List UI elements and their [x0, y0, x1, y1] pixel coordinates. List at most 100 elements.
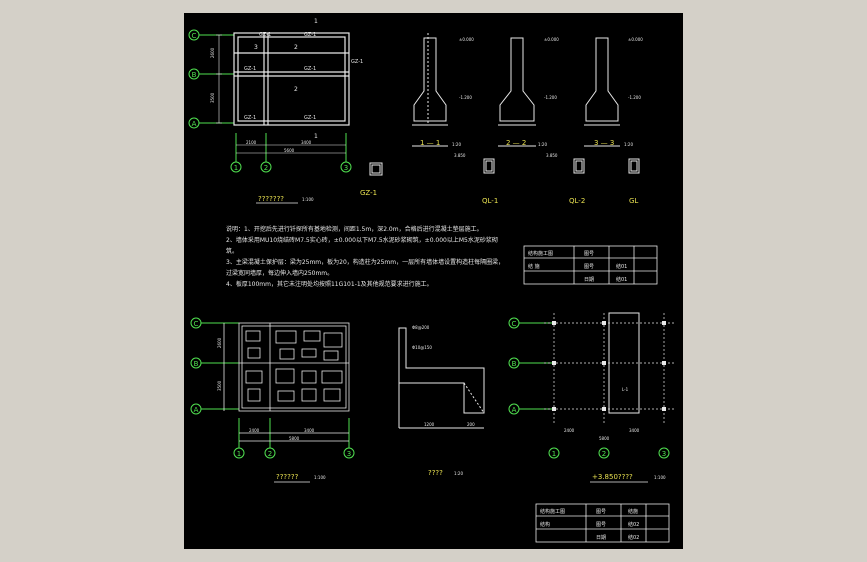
axis-label-col: 2	[602, 450, 606, 458]
title-block-cell: 图号	[584, 251, 594, 257]
drawing-title: ????	[428, 469, 443, 477]
title-block-cell: 日期	[584, 277, 594, 283]
elevation-mark: -1.200	[459, 95, 472, 100]
axis-label-col: 1	[552, 450, 556, 458]
elevation-mark: -1.200	[628, 95, 641, 100]
beam-label: GZ-1	[304, 115, 316, 121]
axis-label-row: C	[192, 32, 197, 40]
axis-label-row: A	[512, 406, 517, 414]
title-block-cell: 图号	[584, 264, 594, 270]
dimension: 2400	[249, 428, 260, 433]
dimension: 2600	[210, 47, 215, 58]
slab-mark: 1	[314, 18, 318, 25]
drawing-sheet: C B A 1 2 3 GZ-1 GZ-1 GZ-1 GZ-1 GZ-1 GZ-…	[184, 13, 683, 549]
title-block-cell: 结02	[628, 521, 639, 528]
title-block-cell: 图号	[596, 522, 606, 528]
section-title: 2 — 2	[506, 139, 526, 147]
slab-mark: 2	[294, 86, 298, 93]
note-line: 4、板厚100mm，其它未注明处均按照11G101-1及其他规范要求进行施工。	[226, 280, 433, 288]
slab-mark: 3	[254, 44, 258, 51]
dimension: 2600	[217, 337, 222, 348]
axis-label-row: A	[192, 120, 197, 128]
dimension: 5800	[599, 436, 610, 441]
title-block-cell: 结02	[628, 534, 639, 541]
dimension: 3500	[217, 380, 222, 391]
axis-label-row: B	[512, 360, 517, 368]
top-plan: C B A 1 2 3 GZ-1 GZ-1 GZ-1 GZ-1 GZ-1 GZ-…	[188, 18, 363, 204]
dimension: 3400	[301, 140, 312, 145]
detail-title: GZ-1	[360, 189, 377, 197]
elevation-mark: ±0.000	[628, 37, 643, 42]
note-line: 2、墙体采用MU10烧结砖M7.5实心砖，±0.000以下M7.5水泥砂浆砌筑，…	[226, 236, 498, 244]
axis-label-col: 1	[237, 450, 241, 458]
slab-mark: 1	[314, 133, 318, 140]
title-block-cell: 结施	[628, 508, 638, 515]
drawing-title: +3.850????	[592, 473, 633, 481]
title-block-mid	[523, 245, 658, 285]
beam-label: GZ-1	[259, 32, 271, 38]
axis-label-row: B	[194, 360, 199, 368]
drawing-canvas: C B A 1 2 3 GZ-1 GZ-1 GZ-1 GZ-1 GZ-1 GZ-…	[188, 18, 674, 543]
title-block-cell: 结构施工图	[528, 250, 553, 257]
axis-label-col: 3	[344, 164, 348, 172]
bottom-right-plan: C B A 1 2 3 L-1 2400 3400 5800 +3.850???…	[508, 312, 674, 483]
elevation-mark: 3.850	[454, 153, 466, 158]
dimension: 200	[467, 422, 475, 427]
note-line: 3、主梁混凝土保护层：梁为25mm，板为20，构造柱为25mm，一层所有墙体墙设…	[226, 258, 504, 266]
title-block-cell: 日期	[596, 535, 606, 541]
beam-label: GZ-1	[244, 115, 256, 121]
beam-label: GZ-1	[351, 59, 363, 65]
drawing-scale: 1:100	[654, 475, 666, 480]
dimension: 1200	[424, 422, 435, 427]
drawing-scale: 1:20	[454, 471, 463, 476]
dimension: 5800	[289, 436, 300, 441]
title-block-cell: 结01	[616, 263, 627, 270]
title-block-cell: 结01	[616, 276, 627, 283]
dimension: 2100	[246, 140, 257, 145]
axis-label-col: 3	[662, 450, 666, 458]
axis-label-row: C	[194, 320, 199, 328]
elevation-mark: 3.850	[546, 153, 558, 158]
title-block-cell: 结构	[540, 521, 550, 528]
axis-label-col: 3	[347, 450, 351, 458]
title-block-cell: 结 施	[528, 263, 540, 270]
axis-label-col: 2	[268, 450, 272, 458]
title-block-cell: 图号	[596, 509, 606, 515]
detail-title: QL-2	[569, 197, 585, 205]
drawing-title: ???????	[258, 195, 284, 203]
drawing-scale: 1:100	[302, 197, 314, 202]
axis-label-row: B	[192, 71, 197, 79]
axis-label-row: A	[194, 406, 199, 414]
section-scale: 1:20	[624, 142, 633, 147]
beam-label: GZ-1	[304, 66, 316, 72]
beam-label: L-1	[622, 387, 629, 392]
note-line: 过梁宽同墙厚，每边伸入墙内250mm。	[226, 269, 333, 277]
note-line: 筑。	[226, 247, 238, 255]
section-scale: 1:20	[538, 142, 547, 147]
axis-label-col: 1	[234, 164, 238, 172]
rebar-label: Φ8@200	[412, 325, 430, 330]
axis-label-row: C	[512, 320, 517, 328]
dimension: 2400	[564, 428, 575, 433]
beam-label: GZ-1	[244, 66, 256, 72]
rebar-label: Φ10@150	[412, 345, 432, 350]
detail-title: QL-1	[482, 197, 498, 205]
column-beam-details	[369, 158, 640, 176]
axis-label-col: 2	[264, 164, 268, 172]
elevation-mark: -1.200	[544, 95, 557, 100]
general-notes: 说明：1、开挖后先进行钎探所有基地检测，间距1.5m，深2.0m，合格后进行混凝…	[226, 225, 504, 288]
section-title: 3 — 3	[594, 139, 614, 147]
beam-label: GZ-1	[304, 32, 316, 38]
elevation-mark: ±0.000	[459, 37, 474, 42]
dimension: 5600	[284, 148, 295, 153]
drawing-scale: 1:100	[314, 475, 326, 480]
dimension: 3500	[210, 92, 215, 103]
canopy-detail: Φ8@200 Φ10@150 1200 200 ???? 1:20	[398, 325, 485, 477]
section-title: 1 — 1	[420, 139, 440, 147]
detail-title: GL	[629, 197, 638, 205]
dimension: 3400	[629, 428, 640, 433]
foundation-sections	[412, 33, 620, 147]
title-block-cell: 结构施工图	[540, 508, 565, 515]
title-block-bottom	[535, 503, 670, 543]
section-scale: 1:20	[452, 142, 461, 147]
